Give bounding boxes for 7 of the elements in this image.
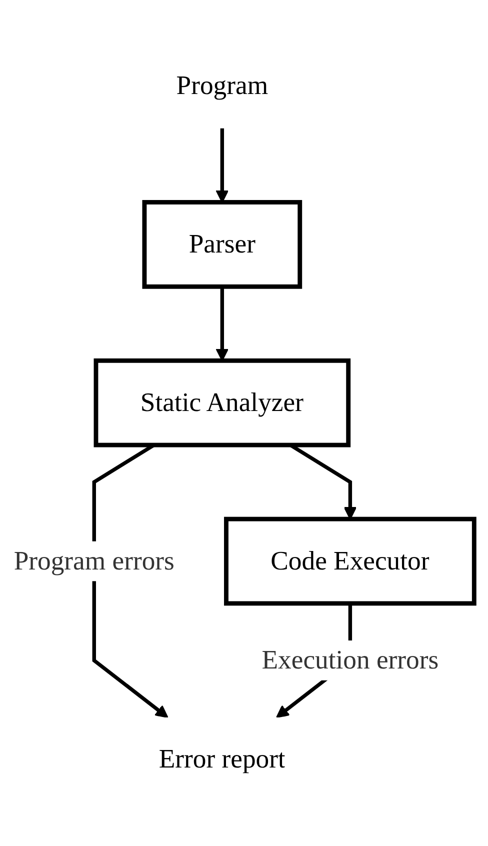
edge-label: Program errors xyxy=(14,546,174,576)
node-text: Program xyxy=(176,70,268,100)
node-box: Parser xyxy=(142,200,302,290)
node-box: Static Analyzer xyxy=(94,358,351,448)
node-box: Code Executor xyxy=(224,517,476,606)
edge-label: Execution errors xyxy=(262,645,439,675)
node-text: Error report xyxy=(158,744,286,774)
